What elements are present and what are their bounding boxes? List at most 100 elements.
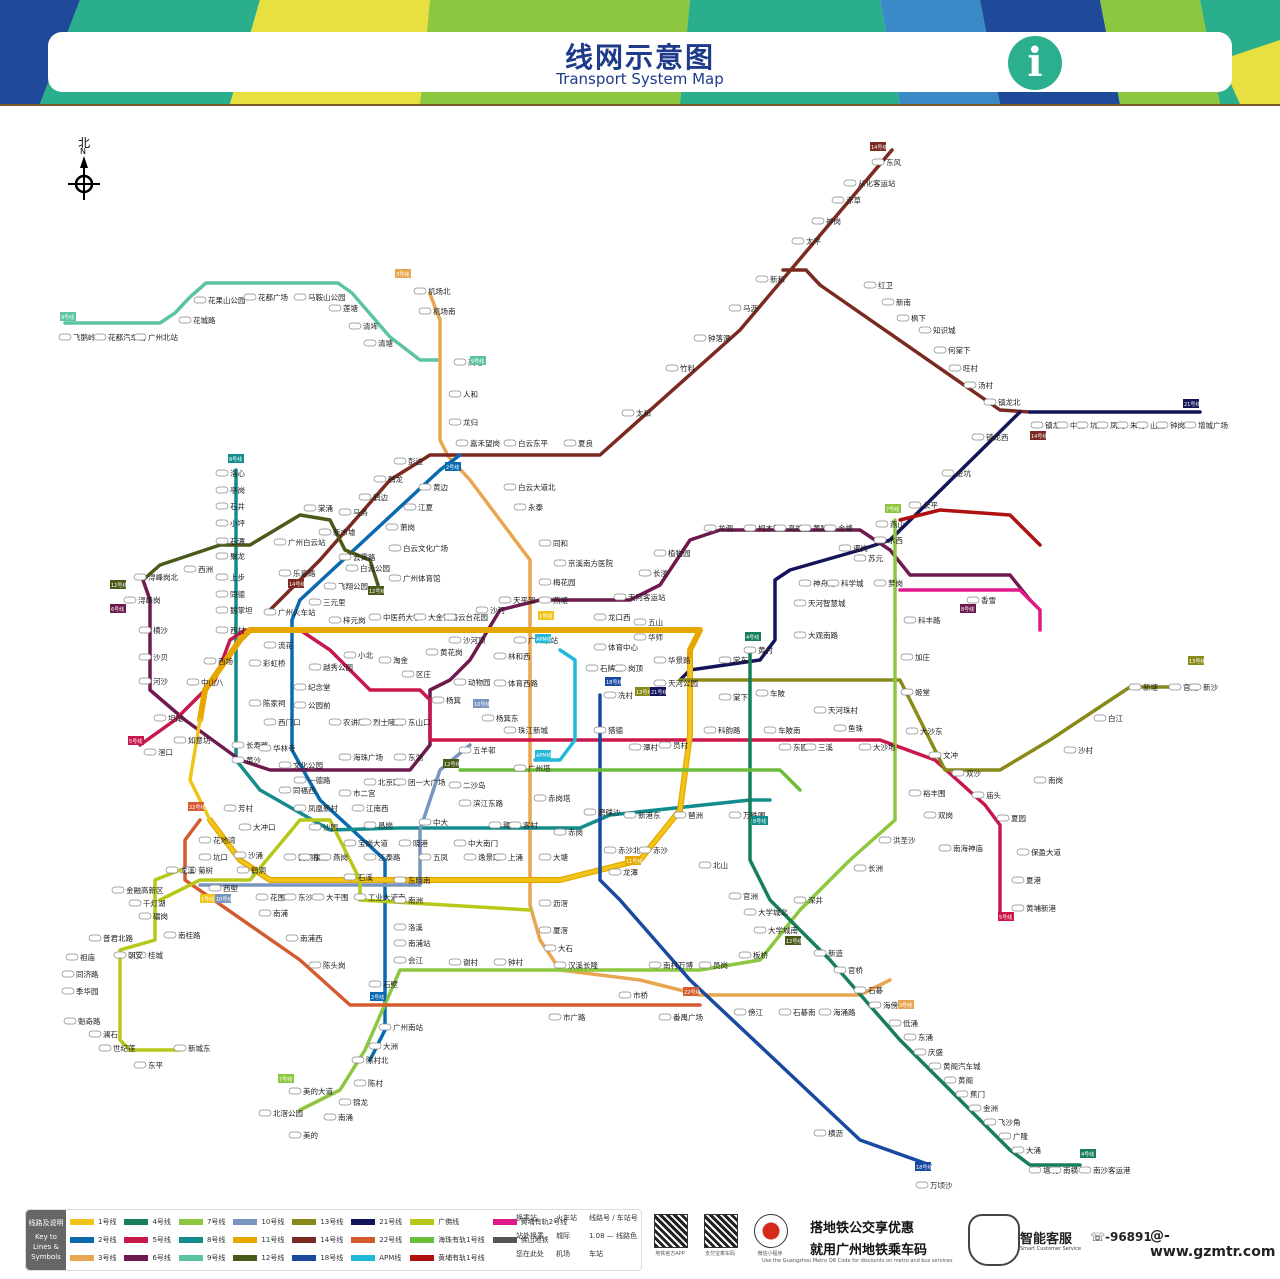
station[interactable]: 三元里 xyxy=(308,598,346,607)
station[interactable]: 越秀公园 xyxy=(308,662,353,672)
metro-line-line5[interactable] xyxy=(138,628,1002,917)
station[interactable]: 西村 xyxy=(215,625,245,635)
station[interactable]: 天河客运站 xyxy=(613,592,666,602)
station[interactable]: 大塘 xyxy=(538,852,568,862)
station[interactable]: 棠下 xyxy=(718,692,748,702)
station[interactable]: 飞沙角 xyxy=(983,1117,1021,1127)
station[interactable]: 清塘 xyxy=(363,338,393,348)
station[interactable]: 新沙 xyxy=(1188,682,1219,692)
station[interactable]: 神岗 xyxy=(811,216,841,226)
website-link[interactable]: @-www.gzmtr.com xyxy=(1150,1228,1276,1260)
station[interactable]: 晓港 xyxy=(398,838,428,848)
station[interactable]: 夏良 xyxy=(563,438,593,448)
station[interactable]: 陈家祠 xyxy=(248,698,286,708)
station[interactable]: 昌岗 xyxy=(363,821,393,830)
station[interactable]: 莲塘 xyxy=(328,303,358,313)
station[interactable]: 双岗 xyxy=(923,811,953,820)
station[interactable]: 长洲 xyxy=(853,863,883,873)
station[interactable]: 文化公园 xyxy=(278,760,323,770)
qr-code-alipay-icon[interactable] xyxy=(704,1214,738,1248)
station[interactable]: 魁奇路 xyxy=(63,1016,101,1026)
station[interactable]: 小北 xyxy=(343,651,373,660)
metro-line-line11[interactable] xyxy=(188,658,692,882)
station[interactable]: 沙贝 xyxy=(138,653,168,662)
station[interactable]: 赤岗塔 xyxy=(533,793,571,803)
station[interactable]: 祖庙 xyxy=(65,952,95,962)
station[interactable]: 燕塘 xyxy=(538,595,568,605)
station[interactable]: 会江 xyxy=(393,955,423,965)
station[interactable]: 科学城 xyxy=(826,578,864,588)
station[interactable]: 机场北 xyxy=(413,286,451,296)
station[interactable]: 沙园 xyxy=(308,823,338,832)
station[interactable]: 科韵路 xyxy=(703,725,741,735)
station[interactable]: 赤沙北 xyxy=(603,846,641,855)
info-icon[interactable]: i xyxy=(1008,36,1062,90)
station[interactable]: 沥滘 xyxy=(538,899,568,908)
station[interactable]: 鹤洞 xyxy=(236,865,266,875)
metro-line-line3n[interactable] xyxy=(428,292,892,997)
station[interactable]: 大金钟路 xyxy=(413,612,458,622)
station[interactable]: 大沙东 xyxy=(905,726,943,736)
station[interactable]: 南涌 xyxy=(323,1112,353,1122)
station[interactable]: 动物园 xyxy=(453,677,491,687)
station[interactable]: 磨碟沙 xyxy=(583,807,621,817)
station[interactable]: 坦尾 xyxy=(153,714,183,723)
station[interactable]: 机场南 xyxy=(418,306,456,316)
station[interactable]: 飞鹅岭 xyxy=(58,332,96,342)
station[interactable]: 深井 xyxy=(793,895,823,905)
station[interactable]: 大石 xyxy=(543,943,573,953)
station[interactable]: 红卫 xyxy=(863,280,893,290)
station[interactable]: 广州体育馆 xyxy=(388,573,441,583)
station[interactable]: 水西 xyxy=(873,535,903,545)
station[interactable]: 华林寺 xyxy=(258,743,296,753)
station[interactable]: 新造 xyxy=(813,948,843,958)
station[interactable]: 双沙 xyxy=(951,769,981,778)
station[interactable]: 钟落潭 xyxy=(693,333,731,343)
station[interactable]: 东涌 xyxy=(903,1032,933,1042)
station[interactable]: 石牌桥 xyxy=(585,663,623,673)
station[interactable]: 礌岗 xyxy=(138,912,168,921)
station[interactable]: 龙潭 xyxy=(608,867,638,877)
station[interactable]: 五羊邨 xyxy=(458,745,496,755)
station[interactable]: 中大 xyxy=(418,817,448,827)
station[interactable]: 镇龙 xyxy=(1030,420,1061,430)
station[interactable]: 农讲所 xyxy=(328,717,366,727)
station[interactable]: 上涌 xyxy=(493,852,523,862)
station[interactable]: 板桥 xyxy=(738,950,768,960)
station[interactable]: 美的 xyxy=(288,1130,318,1140)
station[interactable]: 新和 xyxy=(755,274,785,284)
station[interactable]: 车陂南 xyxy=(763,725,801,735)
station[interactable]: 亭岗 xyxy=(215,485,245,495)
station[interactable]: 马沥 xyxy=(728,304,758,313)
station[interactable]: 纪念堂 xyxy=(293,682,331,692)
metro-line-line14b[interactable] xyxy=(781,268,1032,414)
station[interactable]: 工业大道南 xyxy=(353,892,406,902)
station[interactable]: 北山 xyxy=(698,860,728,870)
station[interactable]: 云霄路 xyxy=(338,552,376,562)
station[interactable]: 浔峰岗北 xyxy=(133,572,178,582)
station[interactable]: 赤草 xyxy=(831,195,861,205)
station[interactable]: 潭村 xyxy=(628,742,658,752)
station[interactable]: 岗顶 xyxy=(613,664,643,673)
station[interactable]: 清㘵 xyxy=(348,321,378,331)
station[interactable]: 流花 xyxy=(263,640,293,650)
station[interactable]: 暹岗 xyxy=(838,543,868,553)
station[interactable]: 加庄 xyxy=(900,652,930,662)
station[interactable]: 金峰 xyxy=(823,523,853,533)
station[interactable]: 海涌路 xyxy=(818,1007,856,1017)
station[interactable]: 云台花园 xyxy=(443,612,488,622)
station[interactable]: 华景路 xyxy=(653,655,691,665)
station[interactable]: 同福西 xyxy=(278,786,316,795)
station[interactable]: 镇龙北 xyxy=(983,397,1021,407)
metro-line-huangpu1[interactable] xyxy=(898,508,1042,547)
station[interactable]: 官洲 xyxy=(728,891,758,901)
station[interactable]: 逸景路 xyxy=(463,852,501,862)
station[interactable]: 江南西 xyxy=(351,803,389,813)
station[interactable]: 枫下 xyxy=(896,313,926,323)
station[interactable]: 低涌 xyxy=(888,1018,918,1028)
station[interactable]: 凤凰新村 xyxy=(293,803,338,813)
station[interactable]: 棠东 xyxy=(718,655,748,665)
station[interactable]: 万胜围 xyxy=(728,810,766,820)
station[interactable]: 沙涌 xyxy=(233,850,263,860)
station[interactable]: 中大南门 xyxy=(453,838,498,848)
